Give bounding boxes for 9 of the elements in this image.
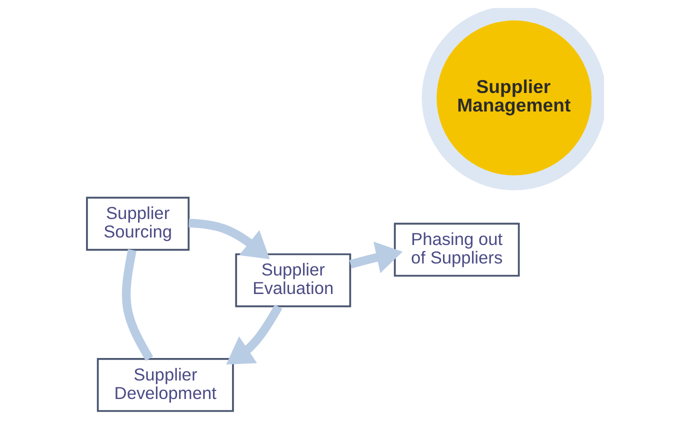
node-circle: Supplier Management — [422, 8, 604, 190]
node-box: Phasing out of Suppliers — [394, 222, 520, 277]
connector — [122, 249, 154, 361]
node-box: Supplier Sourcing — [86, 196, 190, 251]
node-box: Supplier Development — [96, 358, 234, 412]
arrow — [226, 304, 282, 364]
arrow — [349, 242, 403, 274]
node-box: Supplier Evaluation — [235, 253, 352, 308]
arrow — [188, 218, 270, 260]
